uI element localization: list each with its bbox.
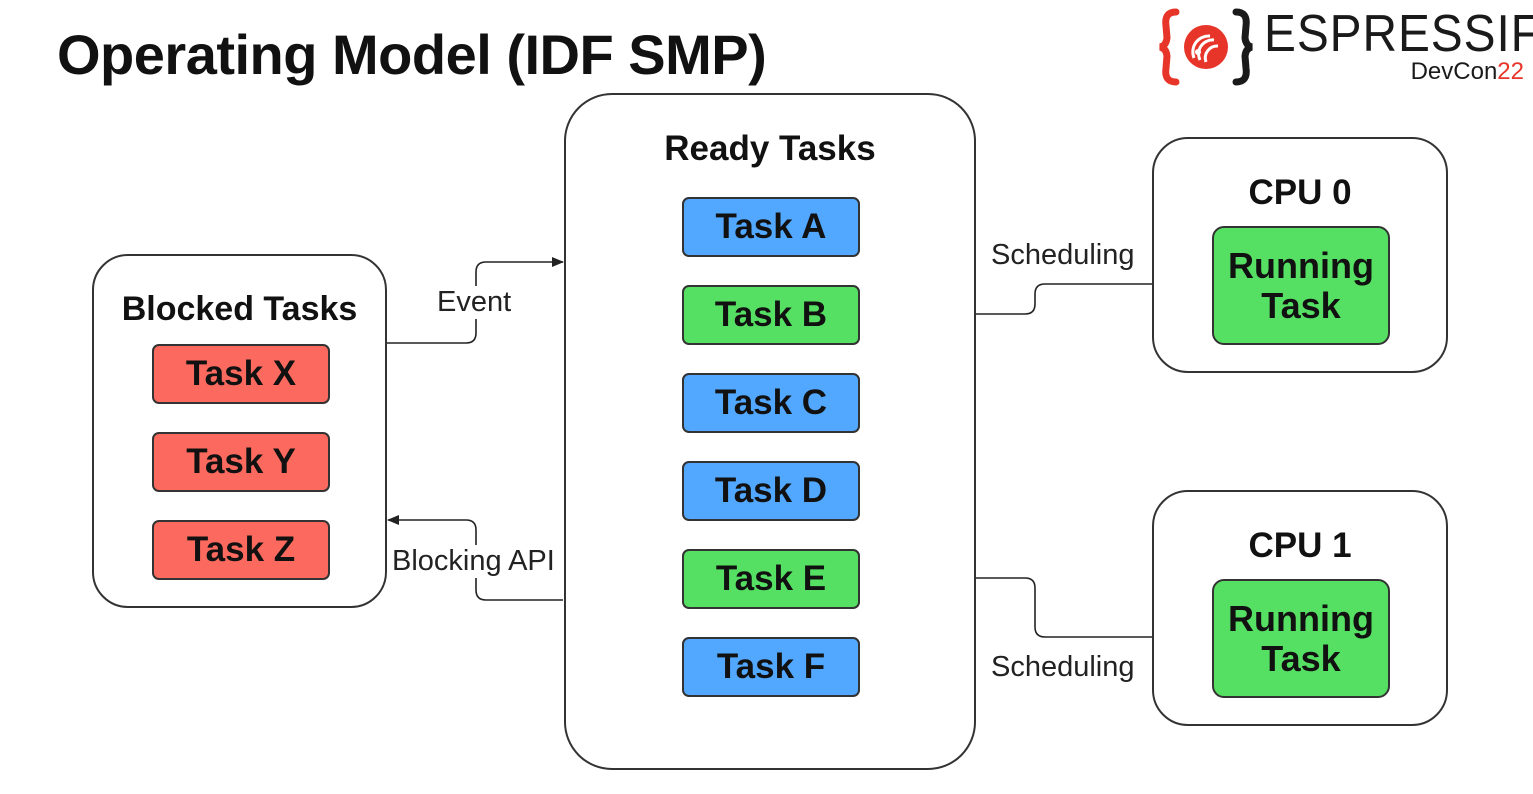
ready-tasks-group: Ready Tasks Task A Task B Task C Task D …: [564, 93, 976, 770]
blocking-api-label: Blocking API: [392, 545, 555, 578]
task-x: Task X: [152, 344, 330, 404]
task-b: Task B: [682, 285, 860, 345]
task-y: Task Y: [152, 432, 330, 492]
slide-title: Operating Model (IDF SMP): [57, 23, 767, 86]
logo-event-name: DevCon22: [1410, 58, 1524, 85]
espressif-logo-icon: [1159, 8, 1253, 86]
cpu1-title: CPU 1: [1248, 526, 1352, 565]
task-f: Task F: [682, 637, 860, 697]
task-d: Task D: [682, 461, 860, 521]
task-a: Task A: [682, 197, 860, 257]
scheduling-cpu1-label: Scheduling: [991, 651, 1135, 684]
blocked-tasks-title: Blocked Tasks: [121, 290, 358, 328]
ready-tasks-title: Ready Tasks: [664, 129, 876, 168]
task-z: Task Z: [152, 520, 330, 580]
event-label: Event: [437, 286, 512, 319]
espressif-devcon-logo: ESPRESSIF DevCon22: [1158, 5, 1533, 88]
task-c: Task C: [682, 373, 860, 433]
cpu0-title: CPU 0: [1248, 173, 1352, 212]
blocked-tasks-group: Blocked Tasks Task X Task Y Task Z: [92, 254, 387, 608]
logo-wordmark: ESPRESSIF: [1264, 5, 1533, 63]
scheduling-cpu0-label: Scheduling: [991, 239, 1135, 272]
task-e: Task E: [682, 549, 860, 609]
